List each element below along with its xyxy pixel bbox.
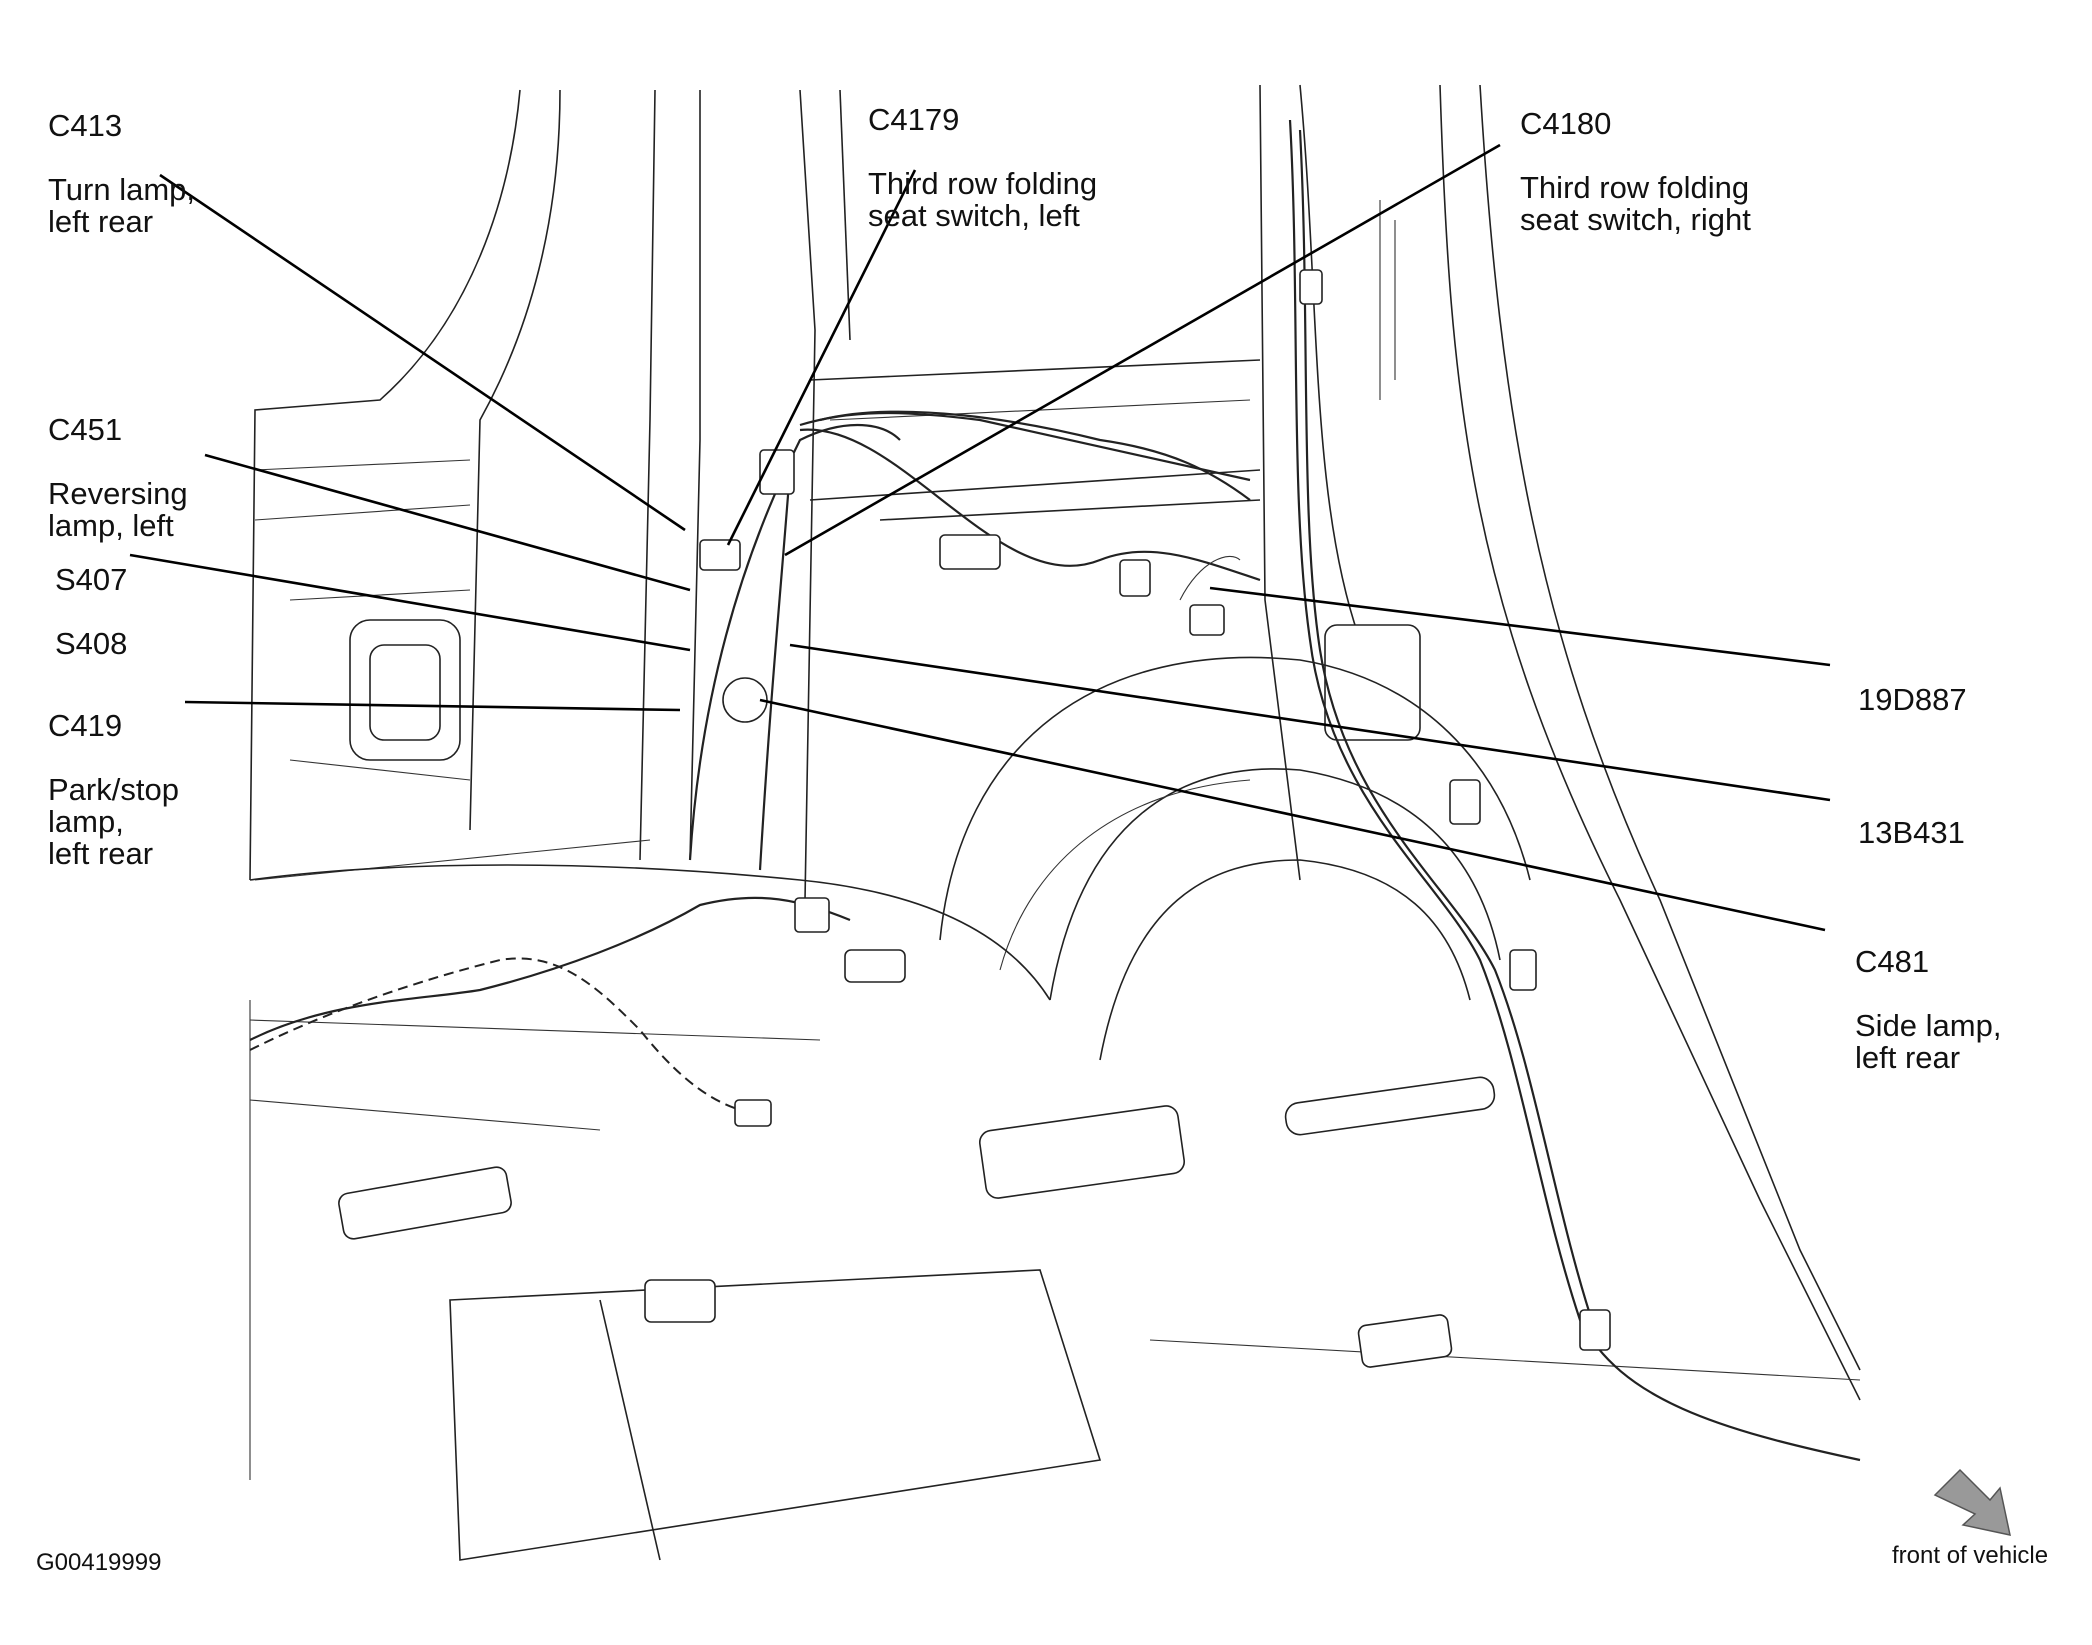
callout-description: S408 (55, 626, 128, 661)
leader-lines (129, 143, 1831, 932)
figure-id: G00419999 (36, 1549, 162, 1576)
callout-c4180: C4180 Third row folding seat switch, rig… (1520, 76, 1751, 268)
leader-s407 (129, 553, 691, 652)
callout-code: S407 (55, 562, 128, 597)
direction-arrow-icon (1933, 1468, 2011, 1536)
callout-code: C481 (1855, 944, 1930, 979)
callout-description: Side lamp, left rear (1855, 1008, 2002, 1075)
leader-c4180 (784, 143, 1501, 557)
leader-c451 (204, 453, 691, 592)
callout-13b431: 13B431 (1858, 785, 1965, 881)
callout-s407-s408: S407 S408 (55, 532, 127, 692)
callout-c481: C481 Side lamp, left rear (1855, 914, 2001, 1106)
callout-description: Reversing lamp, left (48, 476, 188, 543)
callout-code: 13B431 (1858, 815, 1965, 850)
callout-code: C4179 (868, 102, 960, 137)
callout-c4179: C4179 Third row folding seat switch, lef… (868, 72, 1097, 264)
leader-c419 (184, 700, 681, 712)
wiring-harness (249, 119, 1861, 1462)
callout-code: C451 (48, 412, 123, 447)
wheel-housing (939, 656, 1531, 1136)
leader-c481 (759, 698, 1826, 932)
callout-c413: C413 Turn lamp, left rear (48, 78, 195, 270)
front-of-vehicle-label: front of vehicle (1892, 1542, 2049, 1569)
leader-c413 (159, 173, 686, 532)
rear-cross-member (809, 359, 1261, 521)
leader-13b431 (789, 643, 1831, 802)
callout-description: Third row folding seat switch, right (1520, 170, 1751, 237)
right-body-side (1259, 84, 1861, 1401)
callout-description: Park/stop lamp, left rear (48, 772, 179, 871)
callout-c451: C451 Reversing lamp, left (48, 382, 188, 574)
callout-c419: C419 Park/stop lamp, left rear (48, 678, 179, 902)
callout-code: C4180 (1520, 106, 1612, 141)
callout-code: 19D887 (1858, 682, 1967, 717)
cargo-floor (249, 864, 1861, 1561)
callout-description: Third row folding seat switch, left (868, 166, 1098, 233)
callout-code: C413 (48, 108, 123, 143)
callout-description: Turn lamp, left rear (48, 172, 196, 239)
left-body-side (249, 89, 851, 901)
callout-code: C419 (48, 708, 123, 743)
leader-19d887 (1209, 586, 1831, 667)
leader-c4179 (726, 169, 917, 546)
callout-19d887: 19D887 (1858, 652, 1967, 748)
